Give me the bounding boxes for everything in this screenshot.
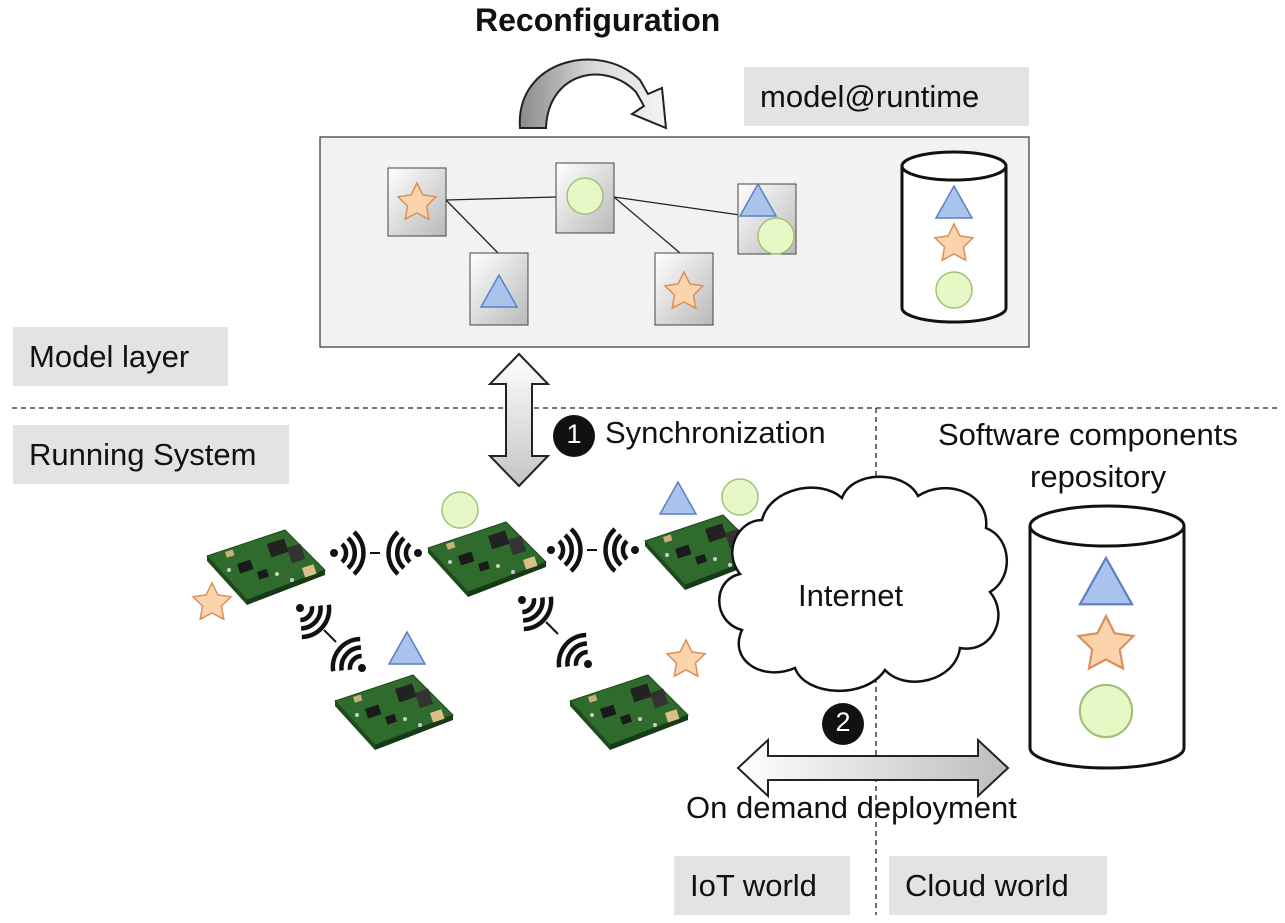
device-star-icon-2 [666, 639, 706, 677]
reconfiguration-arrow [518, 58, 668, 130]
device-board-2 [427, 521, 547, 598]
model-node-circle [555, 162, 615, 234]
model-node-star [387, 167, 447, 237]
step-1-badge [553, 415, 595, 457]
step-1-number: 1 [566, 419, 582, 449]
step-2-badge [822, 703, 864, 745]
wifi-link-1-4 [283, 589, 378, 686]
device-star-icon [192, 582, 232, 620]
repository-title-line2: repository [1030, 459, 1167, 494]
device-board-4 [334, 674, 454, 751]
device-triangle-icon-2 [388, 631, 426, 665]
model-graph-edges [445, 196, 741, 254]
wifi-link-1-2 [330, 532, 422, 574]
running-system-label: Running System [13, 425, 289, 484]
synchronization-label: Synchronization [605, 415, 826, 450]
cloud-world-label: Cloud world [889, 856, 1107, 915]
device-circle-icon-2 [721, 478, 759, 516]
model-repository-cylinder [900, 150, 1008, 324]
wifi-link-2-3 [547, 529, 639, 571]
reconfiguration-title: Reconfiguration [475, 2, 721, 38]
device-board-1 [206, 529, 326, 606]
step-2-number: 2 [835, 707, 851, 737]
wifi-link-2-5 [505, 581, 604, 682]
model-node-triangle [469, 252, 529, 326]
model-layer-label: Model layer [13, 327, 228, 386]
model-node-star-2 [654, 252, 714, 326]
internet-label: Internet [798, 578, 904, 613]
device-board-5 [569, 674, 689, 751]
device-triangle-icon [659, 481, 697, 515]
repository-title-line1: Software components [938, 417, 1238, 452]
software-repository-cylinder [1028, 504, 1186, 770]
device-circle-icon [441, 491, 479, 529]
synchronization-arrow [487, 352, 551, 488]
model-runtime-label: model@runtime [744, 67, 1029, 126]
iot-world-label: IoT world [674, 856, 850, 915]
on-demand-deployment-label: On demand deployment [686, 790, 1017, 825]
deployment-arrow [736, 737, 1010, 799]
model-node-triangle-circle [737, 183, 797, 255]
internet-cloud [718, 475, 1008, 692]
